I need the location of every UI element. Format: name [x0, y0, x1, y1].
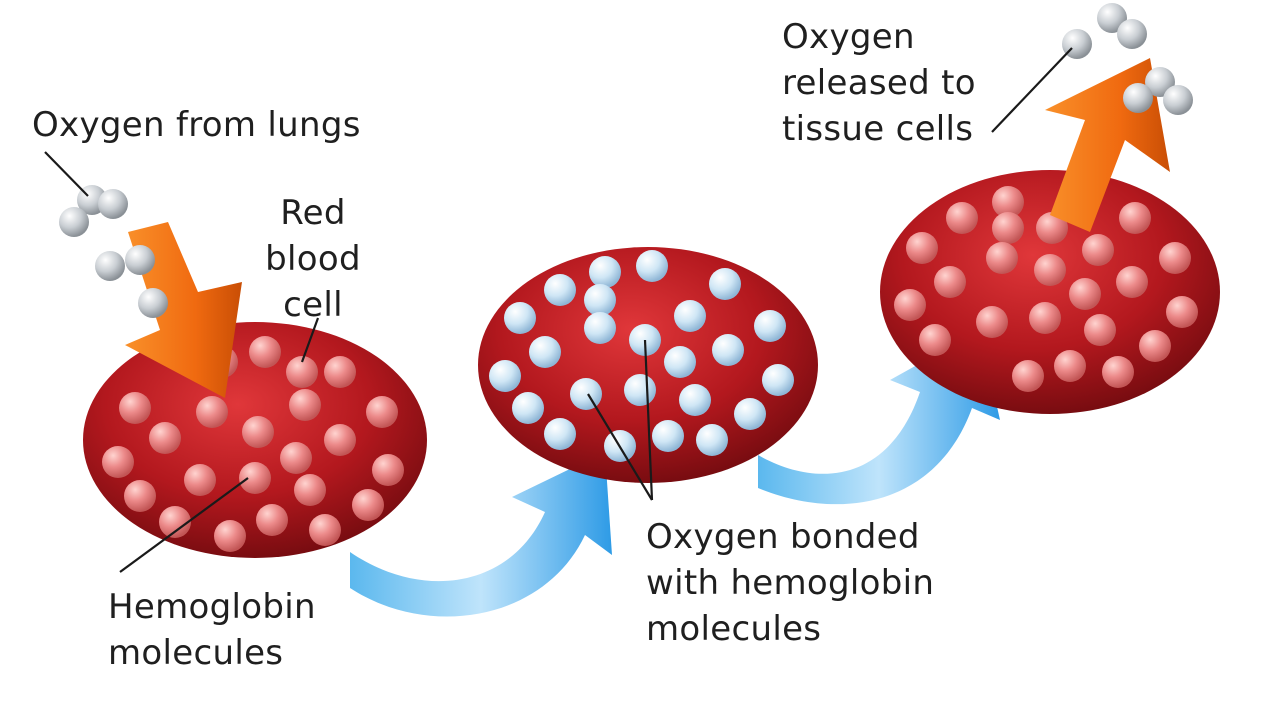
hemoglobin-cluster-1 [102, 336, 404, 552]
label-red-blood-cell: Red blood cell [258, 190, 368, 328]
label-line: released to [782, 63, 976, 103]
label-line: Oxygen [782, 17, 915, 57]
oxygen-hemoglobin-cluster [489, 250, 794, 462]
red-blood-cell-2 [478, 247, 818, 483]
label-hemoglobin-molecules: Hemoglobin molecules [108, 584, 316, 676]
label-line: Red [280, 193, 346, 233]
label-line: cell [283, 285, 343, 325]
leader-line-oxygen-lungs [44, 151, 89, 197]
leader-line-oxygen-bonded-2 [643, 339, 654, 501]
hemoglobin-cluster-3 [894, 186, 1198, 392]
oxygen-molecules-released [1062, 3, 1193, 115]
red-blood-cell-3 [880, 170, 1220, 414]
label-line: tissue cells [782, 109, 974, 149]
label-line: with hemoglobin [646, 563, 935, 603]
label-oxygen-from-lungs: Oxygen from lungs [32, 105, 361, 145]
blue-curved-arrow-icon [350, 452, 612, 617]
label-line: Hemoglobin [108, 587, 316, 627]
label-line: molecules [108, 633, 284, 673]
label-line: molecules [646, 609, 822, 649]
leader-line-oxygen-released [991, 47, 1073, 133]
leader-line-hemoglobin [119, 477, 249, 573]
label-line: blood [265, 239, 361, 279]
orange-arrow-down-icon [125, 222, 242, 398]
leader-line-oxygen-bonded-1 [587, 393, 653, 501]
leader-lines [44, 47, 1073, 573]
label-oxygen-bonded: Oxygen bonded with hemoglobin molecules [646, 514, 934, 652]
label-line: Oxygen bonded [646, 517, 920, 557]
label-oxygen-released: Oxygen released to tissue cells [782, 14, 976, 152]
oxygen-molecules-incoming [59, 185, 168, 318]
leader-line-red-blood-cell [300, 317, 320, 363]
